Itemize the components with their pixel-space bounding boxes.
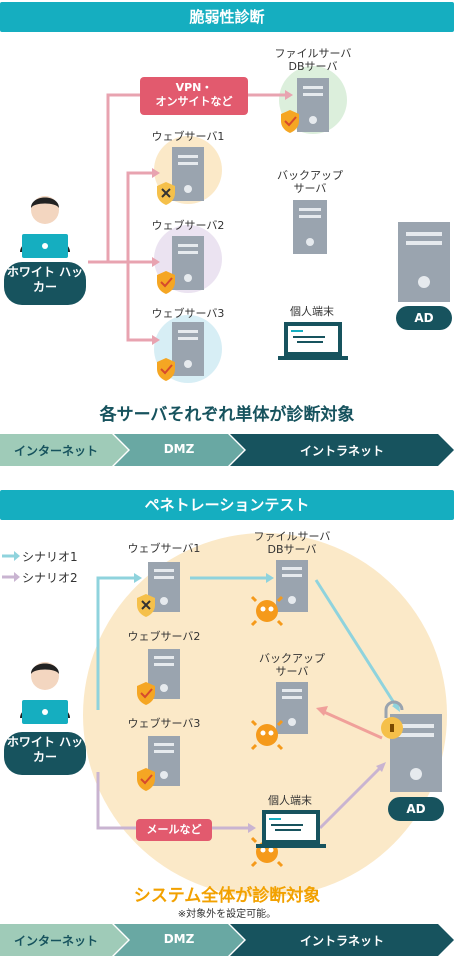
- web3-label-2: ウェブサーバ3: [127, 717, 201, 730]
- section1-caption: 各サーバそれぞれ単体が診断対象: [99, 405, 355, 425]
- section2-caption: システム全体が診断対象: [133, 886, 321, 906]
- section1-zone-bar: [0, 434, 454, 466]
- fileserver-label-2: ファイルサーバ DBサーバ: [253, 530, 331, 556]
- mail-tag: メールなど: [136, 819, 212, 841]
- ad-label: AD: [396, 306, 452, 330]
- shield-cross-icon: [157, 182, 175, 205]
- hacker-icon: [20, 662, 70, 724]
- hacker-icon: [20, 196, 70, 258]
- backup-label: バックアップ サーバ: [277, 169, 343, 195]
- backup-label-2: バックアップ サーバ: [259, 652, 325, 678]
- zone-dmz: DMZ: [163, 442, 195, 456]
- web3-label: ウェブサーバ3: [151, 307, 225, 320]
- virus-icon: [250, 719, 284, 751]
- web2-label-2: ウェブサーバ2: [127, 630, 201, 643]
- shield-cross-icon: [137, 594, 155, 617]
- section2-zone-bar: [0, 924, 454, 956]
- section2-note: ※対象外を設定可能。: [177, 909, 277, 920]
- legend-scenario1: シナリオ1: [22, 550, 78, 564]
- zone-internet-2: インターネット: [13, 934, 98, 948]
- server-icon: [172, 236, 204, 290]
- system-scope-circle: [83, 533, 447, 897]
- pc-label-2: 個人端末: [268, 794, 312, 807]
- vpn-onsite-tag: VPN・ オンサイトなど: [140, 77, 248, 115]
- zone-dmz-2: DMZ: [163, 932, 195, 946]
- web2-label: ウェブサーバ2: [151, 219, 225, 232]
- zone-internet: インターネット: [13, 444, 98, 458]
- zone-intranet: イントラネット: [299, 444, 384, 458]
- connection-lines: [88, 93, 285, 342]
- web1-label-2: ウェブサーバ1: [127, 542, 201, 555]
- server-icon: [172, 322, 204, 376]
- section1-header: 脆弱性診断: [0, 2, 454, 32]
- shield-check-icon: [157, 271, 175, 294]
- section2-diagram: [2, 533, 447, 897]
- scenario1-lines: [96, 576, 398, 710]
- legend-scenario2: シナリオ2: [22, 571, 78, 585]
- hacker-label-2: ホワイト ハッカー: [4, 732, 86, 775]
- web1-label: ウェブサーバ1: [151, 130, 225, 143]
- server-icon: [276, 682, 308, 734]
- scenario2-lines: [96, 766, 382, 830]
- server-icon: [398, 222, 450, 302]
- legend-arrow-1: [2, 551, 20, 561]
- virus-icon: [250, 595, 284, 627]
- server-icon: [172, 147, 204, 201]
- fileserver-label: ファイルサーバ DBサーバ: [274, 47, 352, 73]
- server-icon: [293, 200, 327, 254]
- hacker-label: ホワイト ハッカー: [4, 262, 86, 305]
- laptop-icon: [256, 810, 326, 848]
- lock-icon: [381, 700, 404, 739]
- section1-diagram: [20, 66, 450, 383]
- legend-arrow-2: [2, 572, 20, 582]
- section2-header: ペネトレーションテスト: [0, 490, 454, 520]
- zone-intranet-2: イントラネット: [299, 934, 384, 948]
- shield-check-icon: [157, 358, 175, 381]
- shield-check-icon: [137, 768, 155, 791]
- attack-arrow: [316, 706, 383, 740]
- shield-check-icon: [137, 682, 155, 705]
- ad-label-2: AD: [388, 797, 444, 821]
- server-icon: [276, 560, 308, 612]
- server-icon: [297, 78, 329, 132]
- shield-check-icon: [281, 110, 299, 133]
- laptop-icon: [278, 322, 348, 360]
- pc-label: 個人端末: [290, 305, 334, 318]
